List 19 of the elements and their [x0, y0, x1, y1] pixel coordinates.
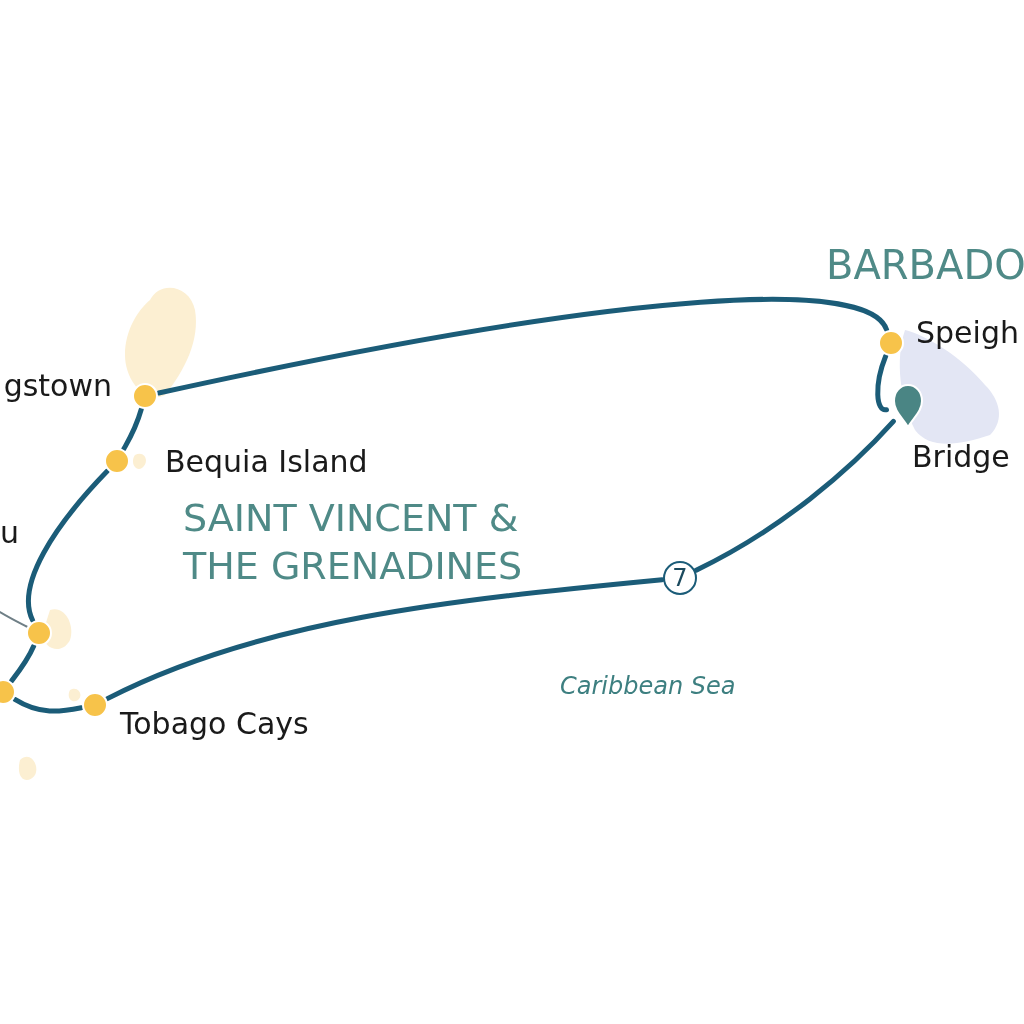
place-name: Bridge — [912, 442, 1010, 472]
place-name: u — [0, 518, 19, 548]
route-line — [121, 407, 144, 452]
route-line — [104, 577, 665, 702]
route-line — [12, 696, 84, 714]
place-name: Bequia Island — [165, 447, 368, 477]
place-name: gstown — [3, 371, 112, 401]
route-line — [25, 468, 110, 623]
route-line — [9, 643, 37, 684]
place-name: Tobago Cays — [120, 709, 309, 739]
route-line — [693, 418, 896, 573]
country-name: BARBADO — [826, 245, 1024, 285]
route-line — [156, 297, 890, 396]
route-line — [875, 353, 889, 413]
leader-line — [0, 611, 28, 628]
place-name: Speigh — [916, 318, 1019, 348]
country-name: SAINT VINCENT & THE GRENADINES — [183, 495, 524, 590]
day-count-badge: 7 — [663, 561, 697, 595]
sea-name: Caribbean Sea — [560, 674, 736, 698]
